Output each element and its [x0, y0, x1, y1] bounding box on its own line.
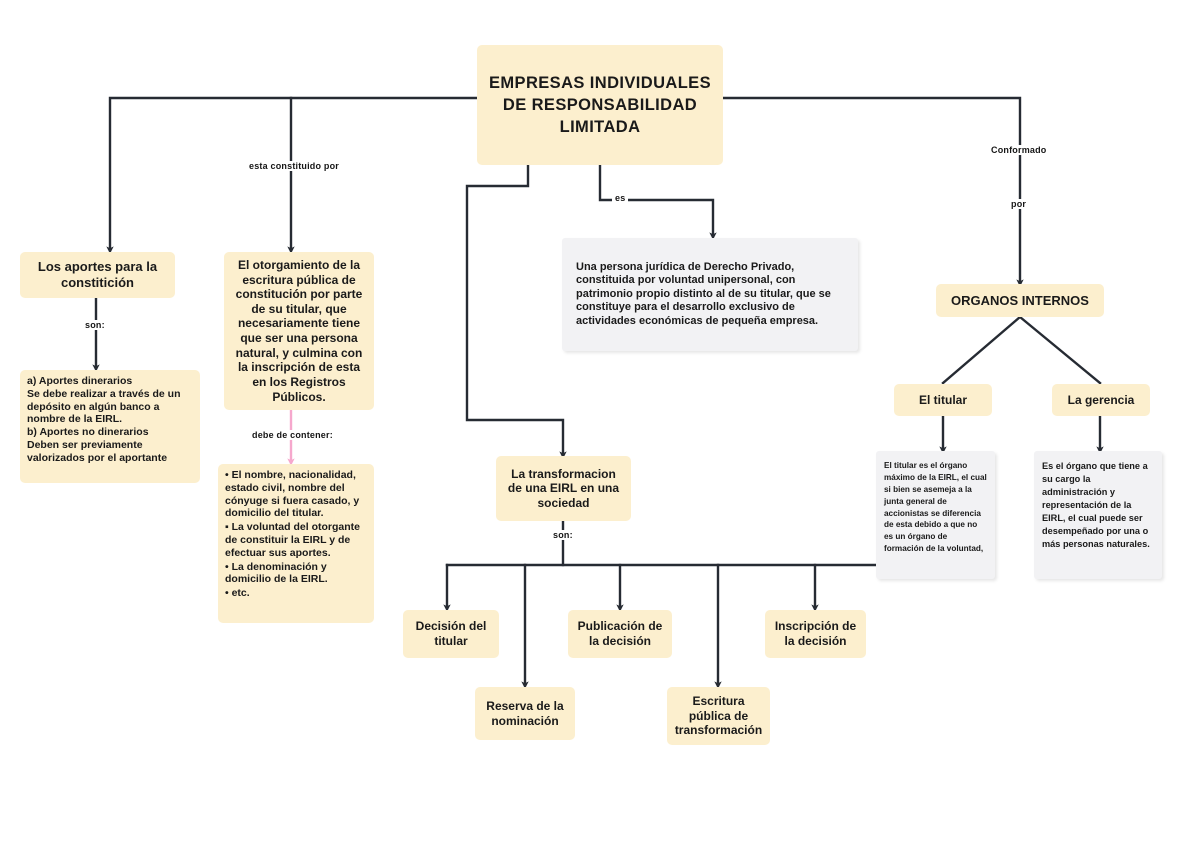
- node-el-titular-label: El titular: [918, 392, 967, 407]
- wire-label-debe-de-contener: debe de contener:: [249, 430, 336, 440]
- node-contenido-escritura[interactable]: • El nombre, nacionalidad, estado civil,…: [218, 464, 374, 623]
- contenido-item-4: • etc.: [225, 587, 250, 600]
- wire-label-es: es: [612, 193, 629, 203]
- node-paso-decision-titular[interactable]: Decisión del titular: [403, 610, 499, 658]
- node-la-gerencia[interactable]: La gerencia: [1052, 384, 1150, 416]
- node-paso-publicacion-decision-label: Publicación de la decisión: [577, 619, 663, 648]
- aportes-detalle-heading-a: a) Aportes dinerarios: [27, 375, 133, 387]
- wire-label-esta-constituido-por: esta constituido por: [246, 161, 343, 171]
- node-aportes-constitucion[interactable]: Los aportes para la constitición: [20, 252, 175, 298]
- wire-label-son-transformacion: son:: [550, 530, 576, 540]
- node-gerencia-detalle[interactable]: Es el órgano que tiene a su cargo la adm…: [1034, 451, 1162, 579]
- contenido-item-1: • El nombre, nacionalidad, estado civil,…: [225, 469, 360, 520]
- node-definicion-eirl[interactable]: Una persona jurídica de Derecho Privado,…: [562, 238, 858, 351]
- root-node-empresas-eirl[interactable]: EMPRESAS INDIVIDUALES DE RESPONSABILIDAD…: [477, 45, 723, 165]
- node-aportes-constitucion-label: Los aportes para la constitición: [37, 259, 158, 290]
- node-otorgamiento-escritura-label: El otorgamiento de la escritura pública …: [235, 257, 363, 404]
- contenido-item-3: • La denominación y domicilio de la EIRL…: [225, 560, 328, 586]
- node-definicion-eirl-text: Una persona jurídica de Derecho Privado,…: [576, 260, 831, 327]
- node-titular-detalle-text: El titular es el órgano máximo de la EIR…: [884, 461, 987, 554]
- node-organos-internos[interactable]: ORGANOS INTERNOS: [936, 284, 1104, 317]
- node-aportes-detalle[interactable]: a) Aportes dinerarios Se debe realizar a…: [20, 370, 200, 483]
- node-paso-reserva-nominacion-label: Reserva de la nominación: [486, 698, 564, 728]
- node-transformacion-eirl-label: La transformacion de una EIRL en una soc…: [507, 466, 620, 510]
- node-paso-inscripcion-decision[interactable]: Inscripción de la decisión: [765, 610, 866, 658]
- aportes-detalle-heading-b: b) Aportes no dinerarios: [27, 426, 149, 439]
- node-la-gerencia-label: La gerencia: [1067, 392, 1135, 407]
- node-transformacion-eirl[interactable]: La transformacion de una EIRL en una soc…: [496, 456, 631, 521]
- wire-label-conformado: Conformado: [988, 145, 1050, 155]
- wire-label-son-aportes: son:: [82, 320, 108, 330]
- node-gerencia-detalle-text: Es el órgano que tiene a su cargo la adm…: [1042, 461, 1150, 550]
- node-paso-reserva-nominacion[interactable]: Reserva de la nominación: [475, 687, 575, 740]
- node-el-titular[interactable]: El titular: [894, 384, 992, 416]
- aportes-detalle-text-a: Se debe realizar a través de un depósito…: [27, 387, 181, 426]
- aportes-detalle-text-b: Deben ser previamente valorizados por el…: [27, 438, 168, 464]
- node-otorgamiento-escritura[interactable]: El otorgamiento de la escritura pública …: [224, 252, 374, 410]
- root-node-label: EMPRESAS INDIVIDUALES DE RESPONSABILIDAD…: [488, 73, 711, 137]
- wire-label-por: por: [1008, 199, 1030, 209]
- node-paso-inscripcion-decision-label: Inscripción de la decisión: [774, 619, 857, 648]
- node-paso-escritura-publica[interactable]: Escritura pública de transformación: [667, 687, 770, 745]
- node-organos-internos-label: ORGANOS INTERNOS: [951, 292, 1089, 308]
- node-paso-publicacion-decision[interactable]: Publicación de la decisión: [568, 610, 672, 658]
- node-paso-escritura-publica-label: Escritura pública de transformación: [674, 694, 763, 738]
- node-paso-decision-titular-label: Decisión del titular: [415, 619, 487, 648]
- node-titular-detalle[interactable]: El titular es el órgano máximo de la EIR…: [876, 451, 995, 579]
- contenido-item-2: ▪ La voluntad del otorgante de constitui…: [225, 521, 360, 559]
